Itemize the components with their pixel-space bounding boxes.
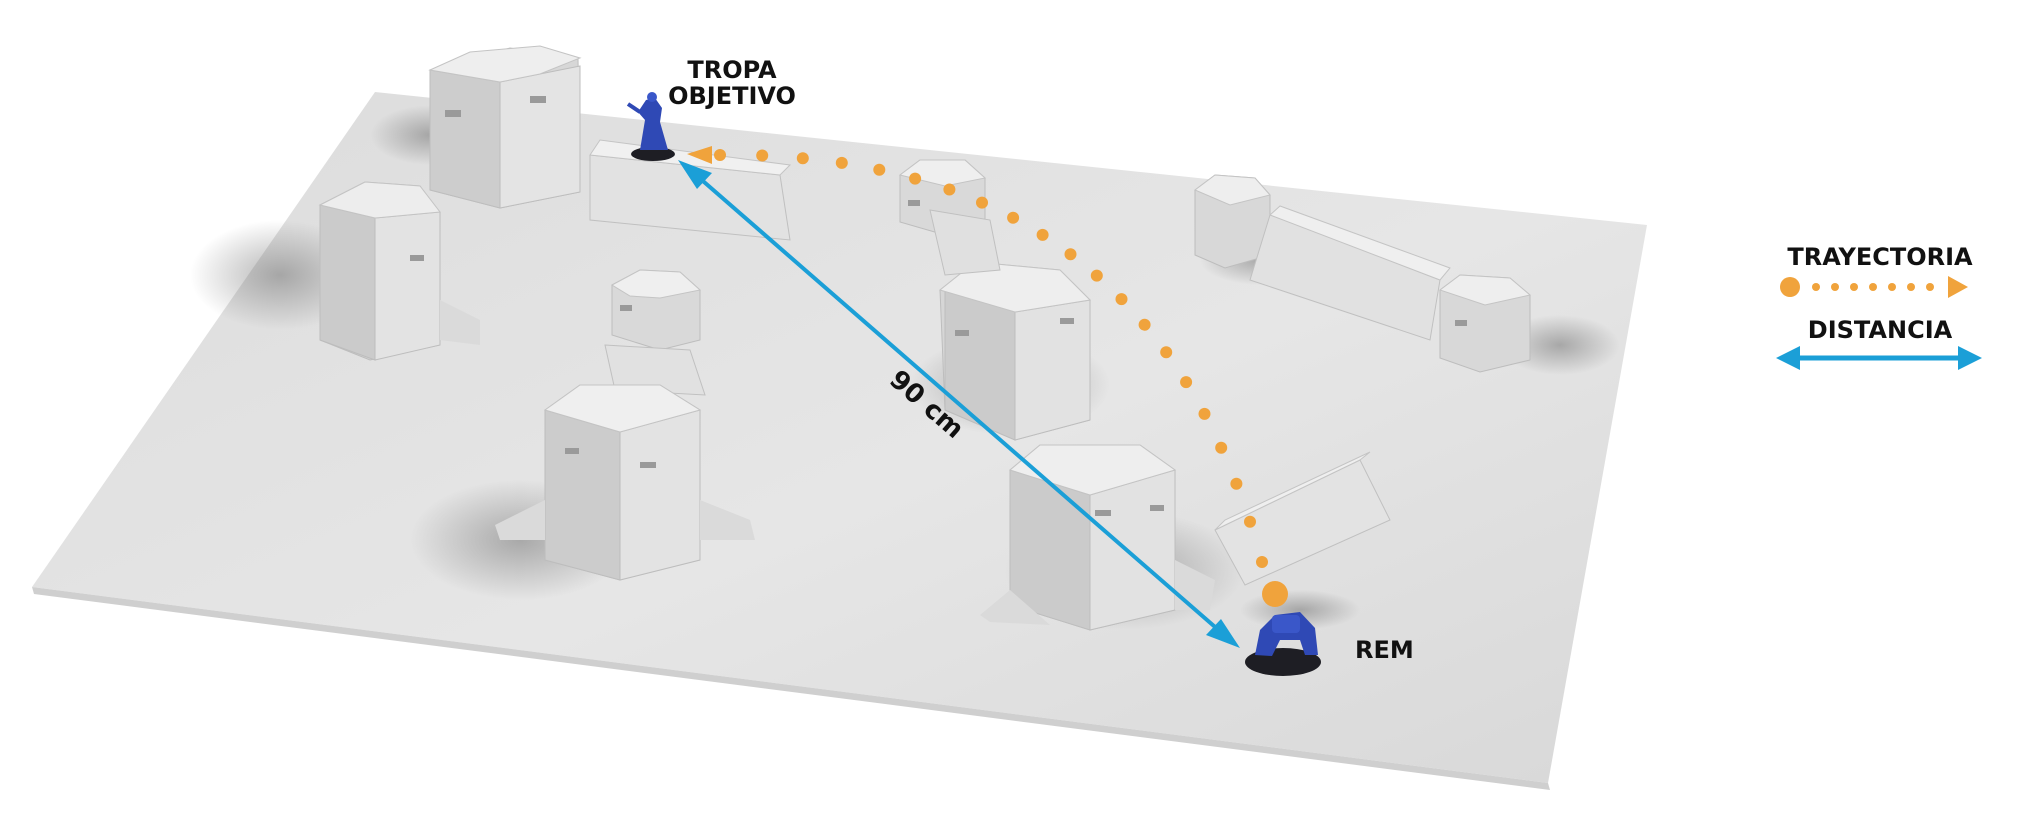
board-edge <box>32 587 1550 790</box>
legend-trajectory-dot <box>1812 283 1820 291</box>
terrain-small-tower-center <box>604 269 706 396</box>
legend-trajectory-dots <box>1812 283 1934 291</box>
target-miniature <box>626 92 675 161</box>
distance-arrowhead-rem <box>1206 619 1240 648</box>
terrain-complex-top-right <box>1194 174 1532 373</box>
trajectory-dot <box>1115 293 1128 306</box>
rem-miniature <box>1245 612 1321 676</box>
trajectory-dot <box>976 196 988 209</box>
trajectory-dot <box>796 152 809 165</box>
trajectory-dot <box>1256 556 1268 568</box>
legend: TRAYECTORIA DISTANCIA <box>1776 243 1982 370</box>
trajectory-dot <box>1198 407 1211 420</box>
legend-trajectory-dot <box>1869 283 1877 291</box>
game-board <box>32 92 1647 783</box>
legend-trajectory-arrowhead <box>1948 276 1968 298</box>
legend-trajectory-dot <box>1907 283 1915 291</box>
trajectory-arrowhead <box>687 146 712 164</box>
trajectory-dot <box>835 156 848 169</box>
trajectory-origin-dot <box>1262 581 1288 607</box>
trajectory-dot <box>1007 211 1020 224</box>
terrain-tower-center-left <box>495 384 755 581</box>
trajectory-dot <box>1138 318 1151 331</box>
terrain-ramp-right <box>1214 451 1391 586</box>
distance-line <box>686 166 1232 642</box>
legend-distance-label: DISTANCIA <box>1808 316 1953 344</box>
legend-trajectory-start-dot <box>1780 277 1800 297</box>
trajectory-dot <box>1244 515 1256 528</box>
trajectory-dot <box>1230 477 1243 490</box>
legend-trajectory-dot <box>1850 283 1858 291</box>
rem-label: REM <box>1355 636 1414 664</box>
target-label-line2: OBJETIVO <box>668 82 796 110</box>
trajectory-dot <box>1180 376 1193 389</box>
trajectory-path <box>714 149 1268 568</box>
trajectory-dot <box>714 149 726 161</box>
target-label-line1: TROPA <box>687 56 777 84</box>
legend-trajectory-label: TRAYECTORIA <box>1787 243 1973 271</box>
trajectory-dot <box>1215 441 1228 454</box>
legend-trajectory-dot <box>1831 283 1839 291</box>
trajectory-dot <box>1036 228 1049 241</box>
legend-distance-arrowhead-left <box>1776 346 1800 370</box>
trajectory-dot <box>1064 248 1077 261</box>
trajectory-dot <box>1090 269 1103 282</box>
terrain-tower-left <box>318 181 480 361</box>
trajectory-dot <box>909 172 922 185</box>
trajectory-dot <box>943 183 956 196</box>
distance-arrowhead-target <box>678 160 712 189</box>
trajectory-dot <box>1160 346 1173 359</box>
legend-trajectory-dot <box>1888 283 1896 291</box>
legend-distance-arrowhead-right <box>1958 346 1982 370</box>
trajectory-dot <box>873 163 886 176</box>
legend-trajectory-dot <box>1926 283 1934 291</box>
trajectory-dot <box>756 149 769 162</box>
terrain-tower-top-left <box>428 45 582 209</box>
terrain-tower-center <box>929 209 1092 441</box>
